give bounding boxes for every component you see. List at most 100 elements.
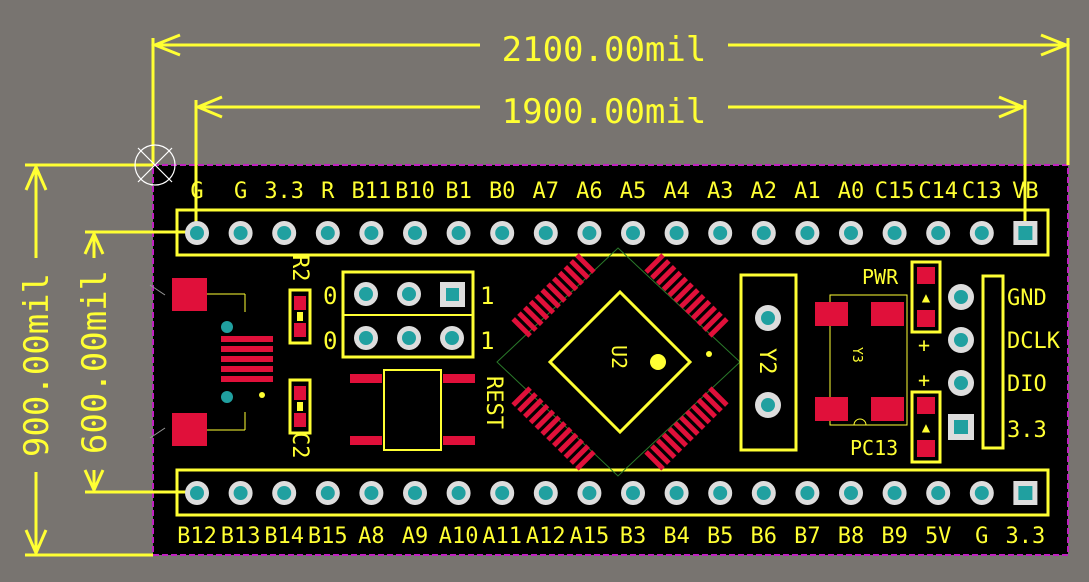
- bottom-header-pin-hole: [190, 486, 204, 500]
- bottom-header-label: B9: [881, 524, 908, 549]
- qfp-pad: [696, 397, 718, 419]
- top-header-label: C13: [962, 179, 1002, 204]
- top-header-pin-hole: [320, 226, 335, 240]
- top-header-pin-hole: [538, 226, 553, 240]
- qfp-pad: [517, 392, 538, 413]
- top-header-label: A1: [794, 179, 821, 204]
- qfp-pad: [540, 288, 561, 309]
- qfp-pad: [673, 282, 694, 303]
- bottom-header-pin-hole: [800, 486, 815, 500]
- pc13-plus-label: +: [918, 368, 930, 392]
- bottom-header-pin-hole: [320, 486, 335, 500]
- qfp-pad: [528, 403, 550, 425]
- top-header-label: G: [234, 179, 247, 204]
- top-header-outline: [175, 208, 1050, 257]
- qfp-pad: [655, 264, 677, 286]
- top-header-label: A6: [576, 179, 603, 204]
- qfp-pad: [673, 421, 694, 442]
- led-pc13: ▲: [910, 390, 942, 464]
- qfp-pad: [551, 276, 573, 298]
- svg-text:▲: ▲: [922, 420, 931, 436]
- qfp-pad: [690, 299, 712, 321]
- bottom-header-label: B4: [663, 524, 690, 549]
- bottom-header-pin-hole: [538, 486, 553, 500]
- qfp-pad: [702, 392, 723, 413]
- bottom-header-pin-hole: [277, 486, 292, 500]
- crystal-y3: [815, 294, 908, 426]
- top-header-label: C15: [875, 179, 915, 204]
- top-header-label: G: [190, 179, 203, 204]
- boot0-label-top: 0: [323, 282, 337, 310]
- qfp-pad: [540, 415, 561, 436]
- qfp-pad: [679, 415, 700, 436]
- qfp-pad: [684, 409, 706, 431]
- bottom-header-label: B14: [264, 524, 304, 549]
- usb-connector: [149, 278, 273, 446]
- qfp-pad: [655, 438, 677, 460]
- qfp-pad: [517, 311, 538, 332]
- bottom-header-label: A10: [439, 524, 479, 549]
- boot1-label-top: 1: [480, 282, 494, 310]
- dimension-board-height-label: 900.00mil: [17, 273, 57, 457]
- top-header-pin-hole: [800, 226, 815, 240]
- bottom-header-pin-hole: [887, 486, 902, 500]
- bottom-header-outline: [175, 468, 1050, 517]
- qfp-pad: [528, 299, 550, 321]
- qfp-pad: [575, 450, 596, 471]
- bottom-header-label: B6: [751, 524, 778, 549]
- y3-label: Y3: [849, 347, 864, 363]
- board-outline: [152, 164, 1069, 556]
- capacitor-c2: [288, 378, 312, 435]
- qfp-pad: [557, 432, 579, 454]
- qfp-pad: [667, 276, 689, 298]
- bottom-header-pin-hole: [756, 486, 771, 500]
- dimension-header-span-label: 1900.00mil: [502, 92, 707, 132]
- c2-label: C2: [287, 432, 312, 459]
- top-header-pin-hole: [277, 226, 292, 240]
- top-header-label: C14: [918, 179, 958, 204]
- bottom-header-pin-hole: [582, 486, 597, 500]
- qfp-pad: [563, 438, 585, 460]
- top-header-label: A7: [533, 179, 560, 204]
- bottom-header-pin-hole: [364, 486, 379, 500]
- top-header-label: A0: [838, 179, 865, 204]
- qfp-pad: [650, 259, 671, 280]
- top-header-pin-hole: [1018, 226, 1033, 240]
- qfp-pad: [684, 293, 706, 315]
- y2-label: Y2: [754, 348, 779, 375]
- bottom-header-pin-hole: [233, 486, 248, 500]
- boot-jumper-block: [341, 270, 475, 359]
- bottom-header-pin-hole: [495, 486, 510, 500]
- qfp-pad: [679, 288, 700, 309]
- top-header-label: 3.3: [264, 179, 304, 204]
- top-header-pin-hole: [364, 226, 379, 240]
- bottom-header-label: G: [975, 524, 988, 549]
- top-header-label: A4: [663, 179, 690, 204]
- qfp-pad: [557, 270, 579, 292]
- r2-label: R2: [287, 255, 312, 282]
- crystal-y2: [739, 273, 798, 452]
- bottom-header-pin-hole: [931, 486, 946, 500]
- top-header-label: A2: [751, 179, 778, 204]
- qfp-pad: [511, 386, 532, 407]
- qfp-pad: [644, 253, 665, 274]
- top-header-pin-hole: [887, 226, 902, 240]
- dimension-header-span: [194, 95, 1027, 235]
- bottom-header-pin-hole: [408, 486, 422, 500]
- qfp-pad: [511, 317, 532, 338]
- bottom-header-label: B12: [177, 524, 217, 549]
- u2-label: U2: [607, 345, 631, 369]
- qfp-pad: [546, 282, 567, 303]
- bottom-header-label: B8: [838, 524, 865, 549]
- top-header-label: B11: [352, 179, 392, 204]
- dimension-board-height: [24, 163, 153, 557]
- qfp-pad: [563, 264, 585, 286]
- qfp-pad: [551, 426, 573, 448]
- qfp-pad: [522, 397, 544, 419]
- top-header-pin-hole: [974, 226, 989, 240]
- bottom-header-label: 3.3: [1006, 524, 1046, 549]
- bottom-header-pins: [185, 481, 1038, 505]
- bottom-header-label: B7: [794, 524, 821, 549]
- bottom-header-label: A9: [402, 524, 429, 549]
- qfp-pad: [546, 421, 567, 442]
